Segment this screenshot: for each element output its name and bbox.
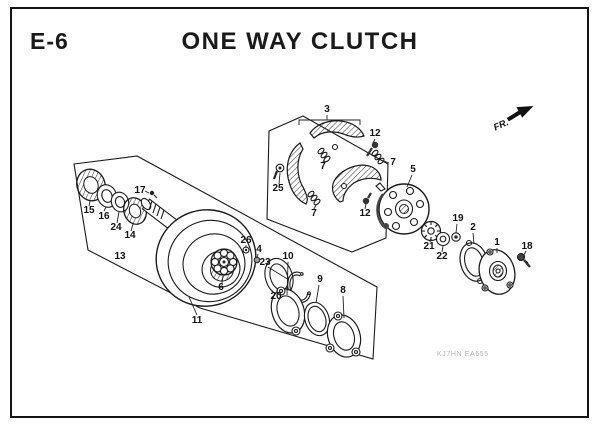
clutch-shoe-top bbox=[309, 120, 365, 139]
fr-arrow-shaft bbox=[506, 110, 522, 122]
leader-line bbox=[455, 223, 458, 234]
part-label-6-21: 6 bbox=[218, 282, 224, 293]
leader-line bbox=[342, 295, 345, 319]
washer-22 bbox=[435, 231, 451, 247]
spring-7-upper bbox=[317, 147, 331, 163]
page-title: ONE WAY CLUTCH bbox=[181, 28, 419, 55]
leader-line bbox=[383, 160, 390, 164]
fr-arrow-icon bbox=[516, 106, 534, 118]
screw-17 bbox=[149, 190, 158, 199]
bolt-12-upper bbox=[366, 141, 379, 157]
leader-line bbox=[372, 138, 376, 144]
leader-line bbox=[522, 250, 527, 258]
part-label-1-12: 1 bbox=[494, 237, 500, 248]
fr-label: FR. bbox=[492, 117, 510, 133]
cover-plate-1 bbox=[478, 248, 516, 295]
part-label-7-4: 7 bbox=[311, 208, 317, 219]
part-label-7-5: 7 bbox=[390, 157, 396, 168]
leader-line bbox=[406, 174, 413, 188]
leader-line bbox=[278, 172, 281, 185]
leader-line bbox=[103, 206, 107, 212]
part-label-13-19: 13 bbox=[114, 251, 126, 262]
part-label-5-7: 5 bbox=[410, 164, 416, 175]
leader-line bbox=[256, 253, 259, 259]
part-label-17-14: 17 bbox=[134, 185, 146, 196]
plate-8 bbox=[325, 311, 362, 358]
bolt-18 bbox=[517, 253, 531, 268]
leader-line bbox=[221, 275, 224, 284]
section-code: E-6 bbox=[30, 28, 69, 54]
leader-line bbox=[313, 204, 317, 210]
part-label-4-23: 4 bbox=[256, 244, 262, 255]
leader-line bbox=[429, 237, 432, 243]
part-label-9-27: 9 bbox=[317, 274, 323, 285]
leader-line bbox=[286, 261, 289, 296]
part-label-20-24: 20 bbox=[270, 291, 282, 302]
part-label-16-16: 16 bbox=[98, 211, 110, 222]
clutch-shoe-right bbox=[331, 164, 382, 203]
leader-line bbox=[267, 266, 290, 281]
part-label-15-15: 15 bbox=[83, 205, 95, 216]
fr-direction-marker: FR. bbox=[492, 106, 534, 133]
watermark-code: KJ7HN EA655 bbox=[437, 351, 489, 358]
part-label-19-8: 19 bbox=[452, 213, 464, 224]
bolt-12-lower bbox=[362, 192, 372, 205]
leader-line bbox=[144, 190, 150, 194]
part-label-7-3: 7 bbox=[320, 161, 326, 172]
plate-10 bbox=[270, 286, 306, 336]
part-label-11-20: 11 bbox=[192, 315, 203, 326]
part-label-23-25: 23 bbox=[259, 257, 271, 268]
leader-line bbox=[364, 203, 367, 210]
part-label-26-22: 26 bbox=[240, 235, 252, 246]
leader-line bbox=[322, 157, 326, 163]
part-label-2-9: 2 bbox=[470, 222, 476, 233]
leader-line bbox=[315, 284, 320, 304]
friction-ring-9 bbox=[303, 301, 331, 337]
part-label-22-11: 22 bbox=[436, 251, 448, 262]
roller-19 bbox=[451, 232, 461, 242]
clutch-shoe-left bbox=[286, 142, 308, 205]
leader-line bbox=[472, 232, 475, 245]
part-label-3-0: 3 bbox=[324, 104, 330, 115]
spring-7-lower bbox=[307, 190, 321, 206]
subassembly-box-shaft-drum bbox=[73, 155, 378, 360]
part-label-12-1: 12 bbox=[369, 128, 381, 139]
part-label-18-13: 18 bbox=[521, 241, 533, 252]
part-label-12-2: 12 bbox=[359, 208, 371, 219]
label-bracket bbox=[298, 119, 361, 125]
leader-line bbox=[88, 200, 91, 207]
leader-line bbox=[441, 245, 444, 253]
drive-plate-5 bbox=[375, 182, 430, 235]
part-label-10-26: 10 bbox=[282, 251, 294, 262]
spring-7-right bbox=[371, 149, 385, 165]
shoe-pivot-pin bbox=[340, 182, 348, 190]
part-label-21-10: 21 bbox=[423, 241, 435, 252]
leader-line bbox=[130, 223, 134, 232]
leader-line bbox=[116, 211, 120, 224]
shoe-pivot-pin bbox=[331, 143, 339, 151]
part-label-14-18: 14 bbox=[124, 230, 136, 241]
part-label-24-17: 24 bbox=[110, 222, 122, 233]
part-label-8-28: 8 bbox=[340, 285, 346, 296]
one-way-clutch-6 bbox=[210, 248, 238, 276]
bolt-26 bbox=[242, 246, 250, 254]
leader-line bbox=[276, 287, 279, 293]
bolt-25 bbox=[272, 163, 285, 180]
leader-line bbox=[188, 296, 198, 316]
subassembly-box-clutch-shoes bbox=[266, 115, 389, 253]
part-label-25-6: 25 bbox=[272, 183, 284, 194]
